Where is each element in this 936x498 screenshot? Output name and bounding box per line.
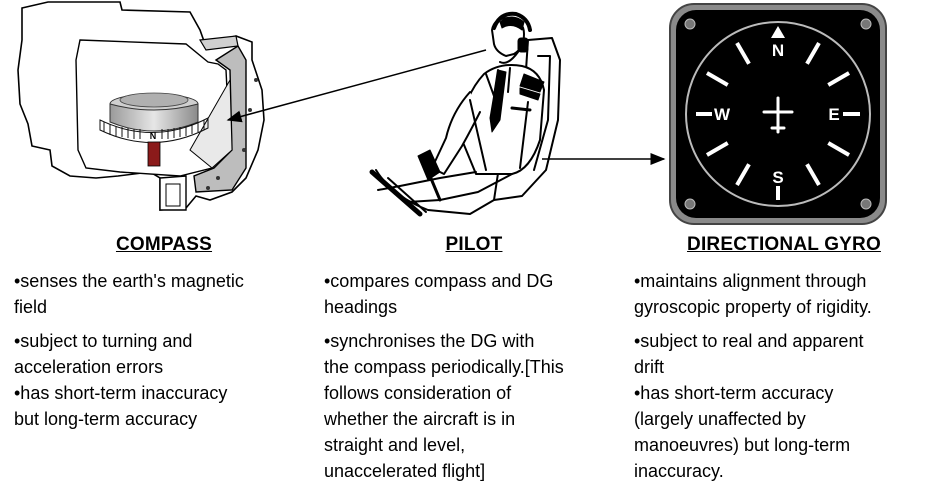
gyro-letter-w: W (714, 105, 731, 124)
compass-lens (189, 78, 233, 169)
pilot-to-compass-arrow (226, 49, 487, 123)
compass-heading: COMPASS (115, 234, 213, 255)
gyro-ticks (705, 41, 851, 187)
gyro-bullet: •maintains alignment through gyroscopic … (634, 271, 872, 317)
gyro-aircraft-symbol (762, 96, 794, 134)
compass-window-bracket (199, 35, 239, 51)
pilot-bullet: •compares compass and DG headings (324, 271, 554, 317)
compass-column: COMPASS •senses the earth's magnetic fie… (14, 234, 314, 432)
compass-illustration: N (17, 1, 265, 211)
compass-card-letter: N (150, 131, 157, 141)
gyro-letter-e: E (828, 105, 839, 124)
compass-pivot (147, 141, 161, 167)
gyro-column: DIRECTIONAL GYRO •maintains alignment th… (634, 234, 934, 484)
gyro-heading: DIRECTIONAL GYRO (687, 234, 881, 255)
pilot-column: PILOT •compares compass and DG headings … (324, 234, 624, 484)
gyro-bullet: •subject to real and apparent drift (634, 331, 864, 377)
pilot-heading: PILOT (445, 234, 503, 255)
gyro-letter-s: S (772, 168, 783, 187)
compass-bullet: •has short-term inaccuracy but long-term… (14, 383, 228, 429)
pilot-bullet: •synchronises the DG with the compass pe… (324, 331, 564, 481)
gyro-bullet: •has short-term accuracy (largely unaffe… (634, 383, 851, 481)
compass-bullet: •subject to turning and acceleration err… (14, 331, 193, 377)
gyro-letter-n: N (772, 41, 784, 60)
directional-gyro-dial: N E S W (669, 3, 887, 225)
illustration-area: N (17, 1, 887, 225)
pilot-illustration (369, 11, 561, 217)
compass-bullet: •senses the earth's magnetic field (14, 271, 244, 317)
